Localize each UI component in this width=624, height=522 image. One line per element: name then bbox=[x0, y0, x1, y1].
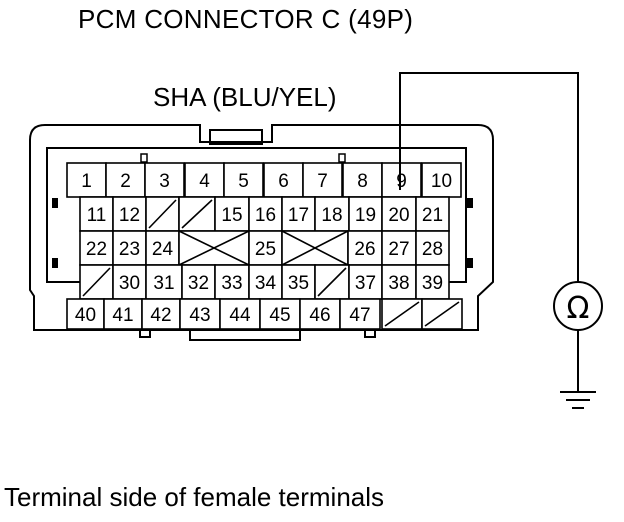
terminal-number: 35 bbox=[288, 273, 309, 294]
terminal-number: 34 bbox=[255, 273, 277, 294]
terminal-number: 32 bbox=[188, 273, 209, 294]
terminal-number: 42 bbox=[150, 305, 171, 326]
terminal-number: 47 bbox=[349, 305, 370, 326]
terminal-cell bbox=[141, 298, 181, 330]
terminal-cell bbox=[415, 196, 450, 232]
terminal-number: 8 bbox=[357, 171, 368, 192]
terminal-cell bbox=[219, 298, 261, 330]
terminal-number: 15 bbox=[221, 205, 242, 226]
terminal-number: 2 bbox=[120, 171, 131, 192]
terminal-number: 37 bbox=[355, 273, 376, 294]
blank-terminal-mark bbox=[82, 267, 111, 297]
terminal-number: 24 bbox=[152, 239, 174, 260]
terminal-number: 17 bbox=[288, 205, 309, 226]
test-lead bbox=[399, 72, 579, 282]
terminal-cell bbox=[381, 162, 422, 198]
blank-terminal-mark bbox=[148, 199, 177, 229]
bottom-tab-left bbox=[139, 329, 151, 338]
terminal-number: 33 bbox=[221, 273, 242, 294]
terminal-cell bbox=[348, 264, 383, 300]
terminal-number: 27 bbox=[388, 239, 409, 260]
terminal-number: 25 bbox=[255, 239, 276, 260]
terminal-number: 21 bbox=[422, 205, 443, 226]
terminal-number: 31 bbox=[153, 273, 174, 294]
terminal-number: 16 bbox=[255, 205, 276, 226]
terminal-number: 43 bbox=[189, 305, 210, 326]
ohm-symbol: Ω bbox=[567, 291, 590, 326]
terminal-cell bbox=[381, 264, 417, 300]
diagram-title: PCM CONNECTOR C (49P) bbox=[78, 4, 414, 34]
terminal-number: 3 bbox=[159, 171, 170, 192]
terminal-number: 11 bbox=[87, 205, 107, 226]
terminal-number: 9 bbox=[396, 171, 407, 192]
terminal-number: 19 bbox=[355, 205, 376, 226]
terminal-cell bbox=[144, 162, 185, 198]
terminal-cell bbox=[415, 264, 450, 300]
terminal-number: 10 bbox=[431, 171, 452, 192]
terminal-cell bbox=[66, 298, 105, 330]
connector-housing bbox=[29, 124, 494, 331]
connector-latch bbox=[209, 129, 263, 145]
connector-inner-body bbox=[46, 147, 467, 283]
diagram-caption: Terminal side of female terminals bbox=[4, 482, 385, 512]
terminal-number: 41 bbox=[112, 305, 133, 326]
terminal-cell bbox=[302, 162, 343, 198]
blank-terminal-mark bbox=[281, 230, 349, 266]
terminal-number: 40 bbox=[75, 305, 96, 326]
terminal-cell bbox=[112, 230, 147, 266]
terminal-number: 46 bbox=[309, 305, 330, 326]
blank-terminal-mark bbox=[384, 301, 420, 327]
terminal-number: 30 bbox=[119, 273, 140, 294]
terminal-number: 26 bbox=[354, 239, 375, 260]
bottom-tab-right bbox=[364, 329, 376, 338]
terminal-cell bbox=[112, 264, 147, 300]
terminal-number: 20 bbox=[388, 205, 409, 226]
terminal-cell bbox=[339, 298, 381, 330]
wire-label: SHA (BLU/YEL) bbox=[153, 82, 337, 112]
terminal-number: 38 bbox=[388, 273, 409, 294]
blank-terminal-mark bbox=[424, 301, 460, 327]
terminal-number: 28 bbox=[422, 239, 443, 260]
terminal-number: 1 bbox=[81, 171, 92, 192]
terminal-cell bbox=[248, 230, 283, 266]
terminal-cell bbox=[145, 230, 180, 266]
terminal-number: 39 bbox=[422, 273, 443, 294]
terminal-cell bbox=[181, 264, 216, 300]
terminal-cell bbox=[281, 196, 316, 232]
terminal-number: 12 bbox=[119, 205, 140, 226]
terminal-number: 45 bbox=[269, 305, 290, 326]
terminal-cell bbox=[415, 230, 450, 266]
terminal-number: 18 bbox=[321, 205, 342, 226]
ground-icon bbox=[560, 391, 596, 409]
terminal-cell bbox=[347, 230, 383, 266]
terminal-number: 6 bbox=[278, 171, 289, 192]
terminal-number: 4 bbox=[199, 171, 210, 192]
terminal-number: 7 bbox=[317, 171, 328, 192]
terminal-cell bbox=[281, 264, 316, 300]
terminal-cell bbox=[299, 298, 341, 330]
terminal-cell bbox=[223, 162, 264, 198]
terminal-number: 5 bbox=[238, 171, 249, 192]
blank-terminal-mark bbox=[178, 230, 250, 266]
blank-terminal-mark bbox=[181, 199, 213, 229]
terminal-number: 23 bbox=[119, 239, 140, 260]
terminal-number: 22 bbox=[86, 239, 107, 260]
blank-terminal-mark bbox=[317, 267, 347, 297]
terminal-cell bbox=[348, 196, 383, 232]
terminal-number: 44 bbox=[229, 305, 251, 326]
bottom-key bbox=[189, 330, 301, 341]
ohmmeter-icon bbox=[553, 281, 603, 331]
terminal-cell bbox=[263, 162, 304, 198]
